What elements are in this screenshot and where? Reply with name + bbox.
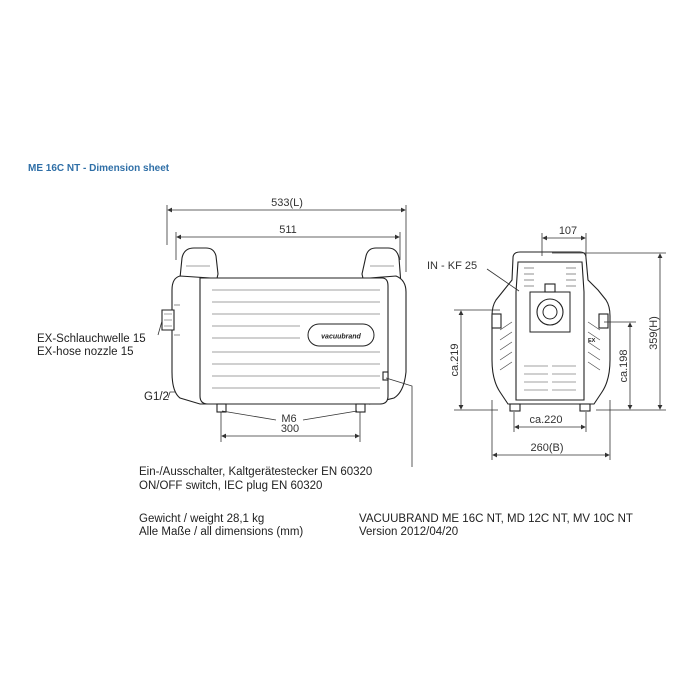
brand-logo-text: vacuubrand bbox=[321, 334, 361, 341]
dim-switch-height: ca.198 bbox=[618, 349, 630, 382]
front-view-pump: EX bbox=[491, 251, 611, 412]
exhaust-label-en: EX-hose nozzle 15 bbox=[37, 346, 134, 358]
dim-inlet-height: ca.219 bbox=[449, 343, 461, 376]
weight-label: Gewicht / weight 28,1 kg bbox=[139, 513, 264, 525]
dim-overall-height: 359(H) bbox=[648, 316, 660, 350]
inlet-label: IN - KF 25 bbox=[427, 260, 477, 272]
dim-overall-length: 533(L) bbox=[271, 197, 303, 209]
all-dimensions-label: Alle Maße / all dimensions (mm) bbox=[139, 526, 303, 538]
models-label: VACUUBRAND ME 16C NT, MD 12C NT, MV 10C … bbox=[359, 513, 633, 525]
dim-foot-width: ca.220 bbox=[529, 414, 562, 426]
side-view-dimensions: 533(L) 511 300 M6 bbox=[157, 197, 413, 467]
dim-front-width: 107 bbox=[559, 225, 577, 237]
notes: EX-Schlauchwelle 15 EX-hose nozzle 15 G1… bbox=[37, 333, 633, 538]
exhaust-label-de: EX-Schlauchwelle 15 bbox=[37, 333, 146, 345]
switch-label-de: Ein-/Ausschalter, Kaltgerätestecker EN 6… bbox=[139, 466, 372, 478]
version-label: Version 2012/04/20 bbox=[359, 526, 458, 538]
front-view-dimensions: 107 IN - KF 25 ca.219 ca.198 359(H) ca.2… bbox=[427, 225, 666, 460]
dim-foot-spacing: 300 bbox=[281, 423, 299, 435]
sheet-heading: ME 16C NT - Dimension sheet bbox=[28, 163, 170, 174]
side-view-pump: vacuubrand bbox=[161, 247, 407, 413]
dim-body-length: 511 bbox=[279, 224, 297, 236]
ex-mark: EX bbox=[588, 338, 596, 344]
gas-ballast-label: G1/2 bbox=[144, 391, 169, 403]
dim-foot-thread: M6 bbox=[281, 413, 296, 425]
dim-overall-width: 260(B) bbox=[530, 442, 563, 454]
switch-label-en: ON/OFF switch, IEC plug EN 60320 bbox=[139, 480, 322, 492]
